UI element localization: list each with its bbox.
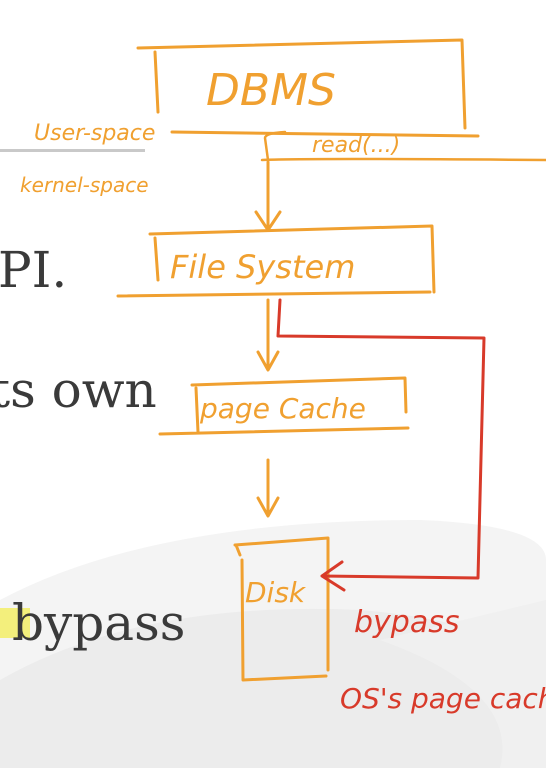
page-cache-label: page Cache: [199, 392, 366, 425]
bypass-arrow: [276, 298, 486, 592]
disk-label: Disk: [245, 576, 307, 609]
cylinder-side-shape: [380, 600, 546, 768]
dbms-box: [136, 38, 467, 130]
arrow-to-file-system: [254, 160, 282, 232]
bypass-note-line2: OS's page cache: [340, 682, 546, 715]
read-call-bracket: [263, 130, 287, 162]
read-call-underline: [260, 157, 546, 162]
page-cache-box: [158, 376, 410, 436]
user-kernel-boundary: [170, 130, 480, 138]
text-highlight: [0, 608, 30, 638]
dbms-label: DBMS: [206, 65, 336, 116]
slide-text-bypass: bypass: [12, 594, 186, 652]
read-call-label: read(...): [312, 133, 400, 158]
arrow-to-page-cache: [256, 298, 280, 372]
file-system-box: [116, 224, 436, 298]
slide-text-own: ts own: [0, 361, 157, 419]
kernel-space-label: kernel-space: [20, 173, 149, 197]
slide-divider: [0, 149, 145, 152]
bypass-note-line1: bypass: [354, 605, 459, 640]
slide-text-api: PI.: [0, 241, 68, 299]
disk-box: [233, 536, 330, 682]
user-space-label: User-space: [34, 121, 155, 146]
arrow-to-disk: [256, 458, 280, 518]
file-system-label: File System: [170, 248, 355, 286]
